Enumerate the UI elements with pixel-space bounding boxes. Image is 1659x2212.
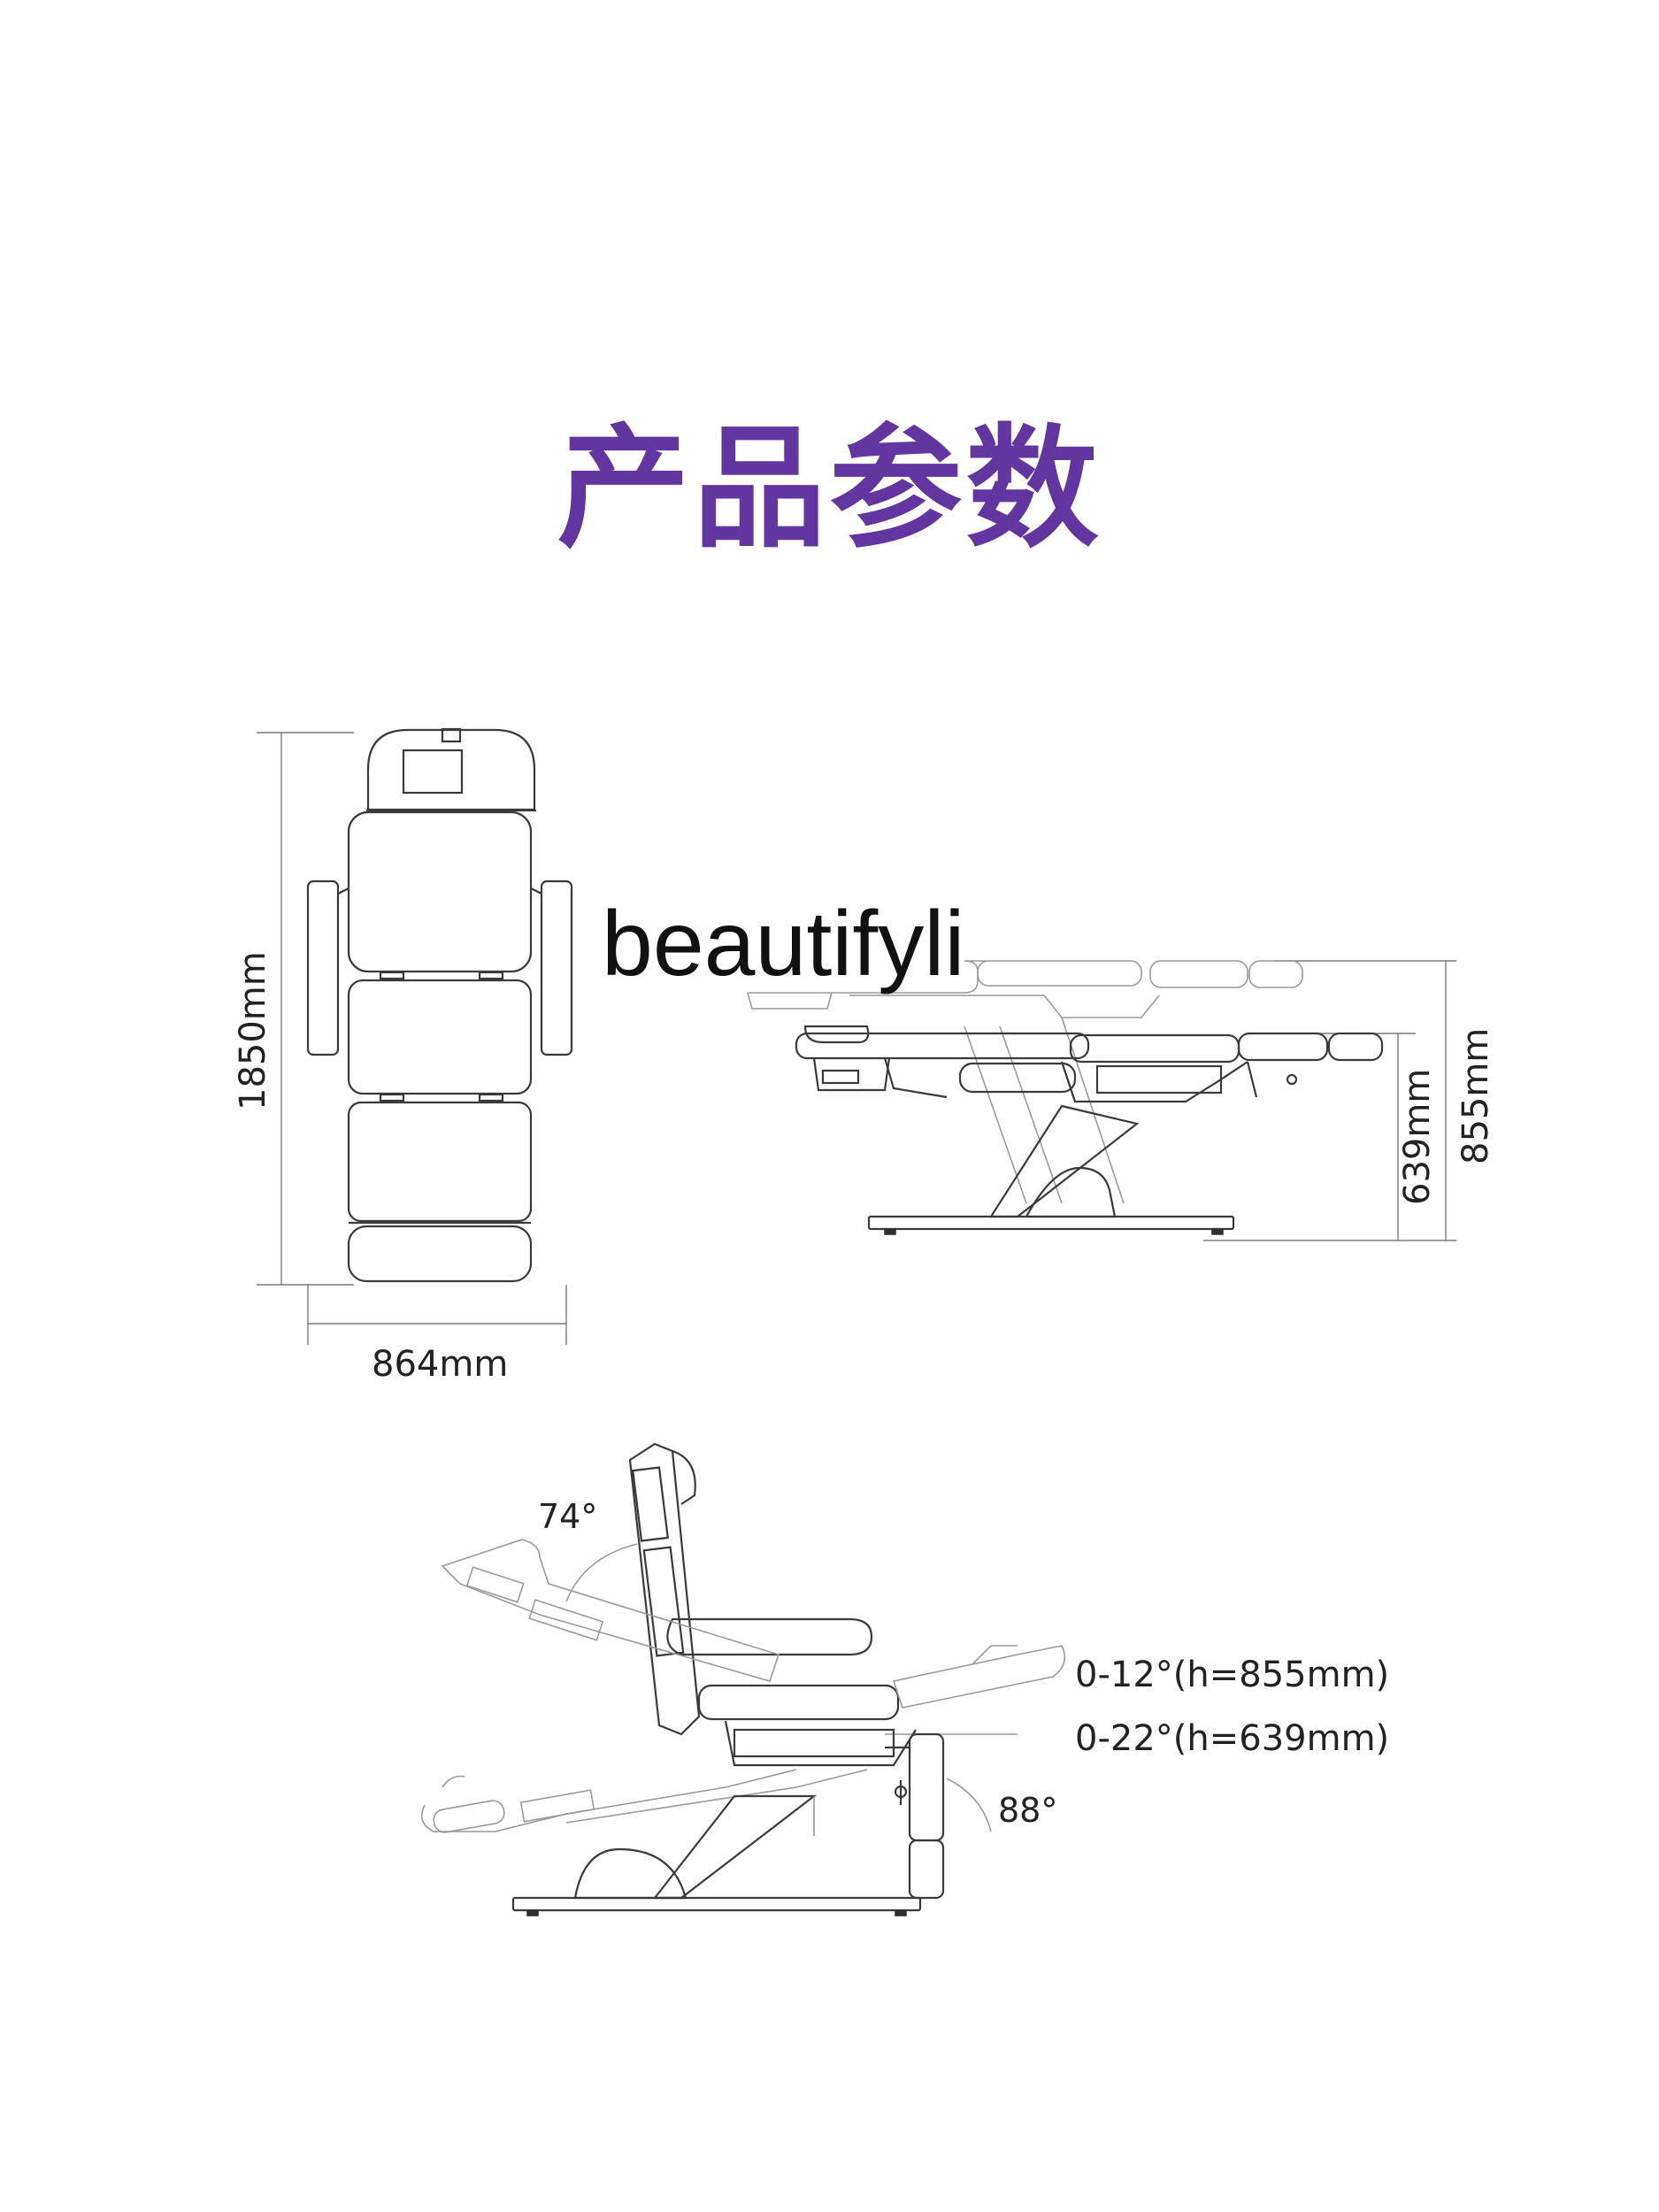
high-height-dimension-label: 855mm — [1455, 1027, 1496, 1164]
width-dimension-label: 864mm — [372, 1344, 509, 1385]
length-dimension-label: 1850mm — [233, 951, 273, 1110]
page-title: 产品参数 — [557, 412, 1102, 566]
low-height-dimension-label: 639mm — [1397, 1068, 1438, 1205]
angle-view-drawing — [420, 1442, 1066, 1916]
leg-angle-label: 88° — [998, 1791, 1058, 1830]
tilt-low-label: 0-22°(h=639mm) — [1075, 1718, 1390, 1759]
watermark-text: beautifyli — [602, 893, 965, 995]
side-view-drawing — [747, 960, 1456, 1241]
tilt-high-label: 0-12°(h=855mm) — [1075, 1655, 1390, 1695]
top-view-drawing — [257, 727, 573, 1345]
backrest-angle-label: 74° — [538, 1497, 598, 1536]
